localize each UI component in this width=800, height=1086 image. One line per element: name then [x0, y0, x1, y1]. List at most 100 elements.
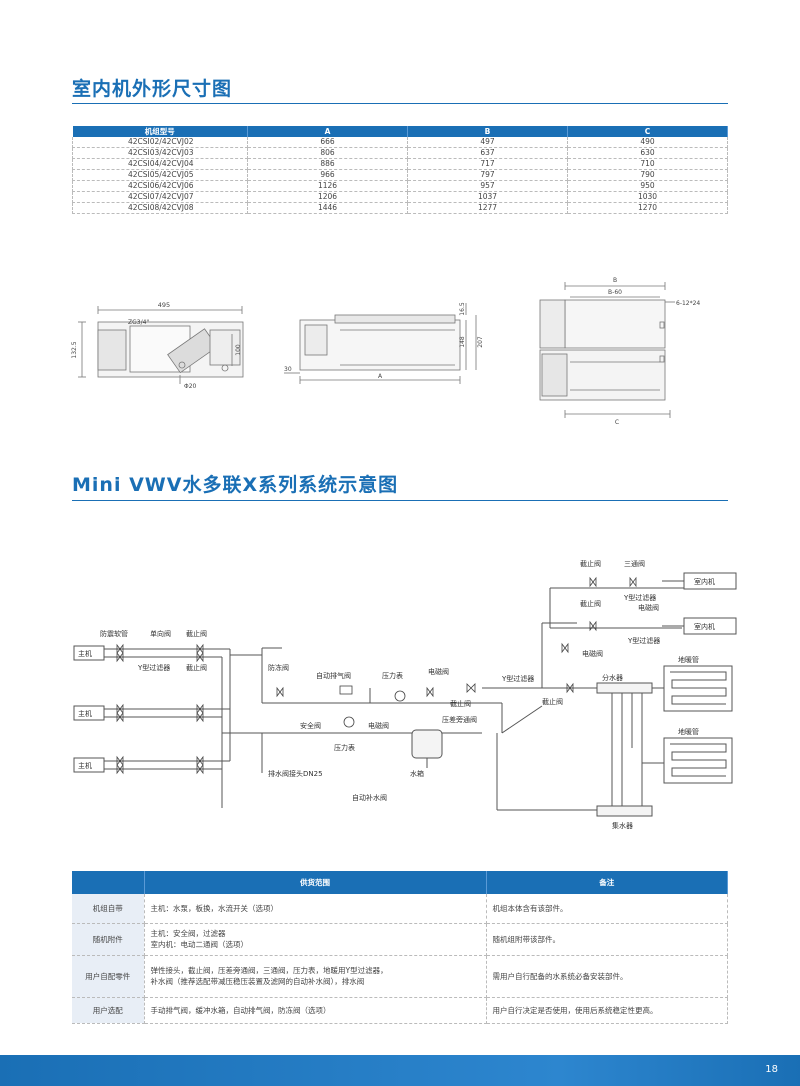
dim-b60: B-60 — [608, 289, 622, 296]
cell-a: 666 — [247, 137, 408, 149]
cell-model: 42CSI03/42CVJ03 — [72, 147, 248, 160]
cell-category: 随机附件 — [72, 923, 145, 956]
dim-b: B — [613, 277, 617, 284]
cell-c: 490 — [567, 137, 728, 149]
label-stop-valve: 截止阀 — [186, 629, 207, 638]
dim-207: 207 — [477, 336, 484, 348]
cell-c: 790 — [567, 169, 728, 182]
cell-b: 1277 — [407, 202, 568, 215]
label-solenoid-2: 电磁阀 — [368, 721, 389, 730]
top-view-drawing: B B-60 6-12*24 C — [539, 277, 700, 426]
cell-a: 1126 — [247, 180, 408, 193]
cell-scope: 弹性接头，截止阀，压差旁通阀，三通阀，压力表，地暖用Y型过滤器， 补水阀（推荐选… — [144, 955, 487, 998]
cell-c: 630 — [567, 147, 728, 160]
label-y-top: Y型过滤器 — [623, 593, 656, 602]
label-host-3: 主机 — [78, 761, 92, 770]
label-bypass: 压差旁通阀 — [442, 715, 477, 724]
cell-model: 42CSI06/42CVJ06 — [72, 180, 248, 193]
cell-model: 42CSI08/42CVJ08 — [72, 202, 248, 215]
section-divider — [72, 103, 728, 104]
label-stop-mid: 截止阀 — [542, 697, 563, 706]
label-host-1: 主机 — [78, 649, 92, 658]
table-row: 随机附件 主机：安全阀，过滤器 室内机：电动二通阀（选项） 随机组附带该部件。 — [72, 923, 728, 956]
dim-pipe: ZG3/4" — [128, 319, 149, 326]
cell-b: 1037 — [407, 191, 568, 204]
cell-b: 637 — [407, 147, 568, 160]
label-stop-valve-2: 截止阀 — [186, 663, 207, 672]
cell-category: 用户选配 — [72, 997, 145, 1024]
dim-phi20: Φ20 — [184, 383, 197, 390]
footer-bar: 18 — [0, 1055, 800, 1086]
dim-148: 148 — [459, 336, 466, 348]
dim-holes: 6-12*24 — [676, 300, 700, 307]
cell-c: 1030 — [567, 191, 728, 204]
cell-model: 42CSI02/42CVJ02 — [72, 137, 248, 149]
label-collector: 集水器 — [612, 821, 633, 830]
label-three-way: 三通阀 — [624, 559, 645, 568]
table-row: 用户选配 手动排气阀，缓冲水箱，自动排气阀，防冻阀（选项） 用户自行决定是否使用… — [72, 997, 728, 1024]
cell-model: 42CSI04/42CVJ04 — [72, 158, 248, 171]
cell-c: 1270 — [567, 202, 728, 215]
dim-100: 100 — [235, 344, 242, 356]
label-floor-2: 地暖管 — [678, 727, 699, 736]
side-view-drawing: 495 ZG3/4" 132.5 100 Φ20 — [71, 301, 244, 390]
section-title-dimensions: 室内机外形尺寸图 — [72, 78, 233, 100]
cell-category: 用户自配零件 — [72, 955, 145, 998]
col-header-note: 备注 — [486, 871, 728, 894]
label-indoor-1: 室内机 — [694, 577, 715, 586]
system-schematic: 主机 主机 主机 防震软管 单向阀 截止阀 Y型过滤器 截止阀 防冻阀 自动排气… — [73, 559, 737, 830]
dim-c: C — [615, 419, 619, 426]
label-makeup: 自动补水阀 — [352, 793, 387, 802]
label-y-filter-2: Y型过滤器 — [501, 674, 534, 683]
col-header-c: C — [567, 126, 728, 137]
label-safety: 安全阀 — [300, 721, 321, 730]
cell-a: 886 — [247, 158, 408, 171]
cell-note: 随机组附带该部件。 — [486, 923, 728, 956]
label-check-valve: 单向阀 — [150, 629, 171, 638]
front-view-drawing: 16.5 148 207 30 A — [284, 302, 484, 384]
label-drain: 排水阀接头DN25 — [268, 769, 323, 778]
label-floor-1: 地暖管 — [678, 655, 699, 664]
label-solenoid-mid: 电磁阀 — [582, 649, 603, 658]
cell-note: 用户自行决定是否使用，使用后系统稳定性更高。 — [486, 997, 728, 1024]
cell-b: 717 — [407, 158, 568, 171]
cell-a: 806 — [247, 147, 408, 160]
cell-scope: 主机：安全阀，过滤器 室内机：电动二通阀（选项） — [144, 923, 487, 956]
section-divider — [72, 500, 728, 501]
dim-a: A — [378, 373, 383, 380]
col-header-scope: 供货范围 — [144, 871, 487, 894]
col-header-category — [72, 871, 145, 894]
label-host-2: 主机 — [78, 709, 92, 718]
label-distributor: 分水器 — [602, 673, 623, 682]
label-pressure-gauge: 压力表 — [382, 671, 403, 680]
label-y-mid: Y型过滤器 — [627, 636, 660, 645]
cell-scope: 手动排气阀，缓冲水箱，自动排气阀，防冻阀（选项） — [144, 997, 487, 1024]
cell-b: 957 — [407, 180, 568, 193]
table-header-row: 机组型号 A B C — [72, 126, 728, 137]
col-header-b: B — [407, 126, 568, 137]
label-stop-valve-3: 截止阀 — [450, 699, 471, 708]
table-row: 用户自配零件 弹性接头，截止阀，压差旁通阀，三通阀，压力表，地暖用Y型过滤器， … — [72, 955, 728, 998]
label-stop-top-2: 截止阀 — [580, 599, 601, 608]
table-header-row: 供货范围 备注 — [72, 871, 728, 894]
dim-top: 16.5 — [459, 302, 466, 316]
cell-b: 497 — [407, 137, 568, 149]
cell-a: 966 — [247, 169, 408, 182]
cell-c: 710 — [567, 158, 728, 171]
cell-b: 797 — [407, 169, 568, 182]
col-header-a: A — [247, 126, 408, 137]
label-hose: 防震软管 — [100, 629, 128, 638]
cell-model: 42CSI07/42CVJ07 — [72, 191, 248, 204]
cell-a: 1446 — [247, 202, 408, 215]
table-row: 机组自带 主机：水泵，板换，水流开关（选项） 机组本体含有该部件。 — [72, 894, 728, 924]
cell-note: 需用户自行配备的水系统必备安装部件。 — [486, 955, 728, 998]
label-gauge-2: 压力表 — [334, 743, 355, 752]
